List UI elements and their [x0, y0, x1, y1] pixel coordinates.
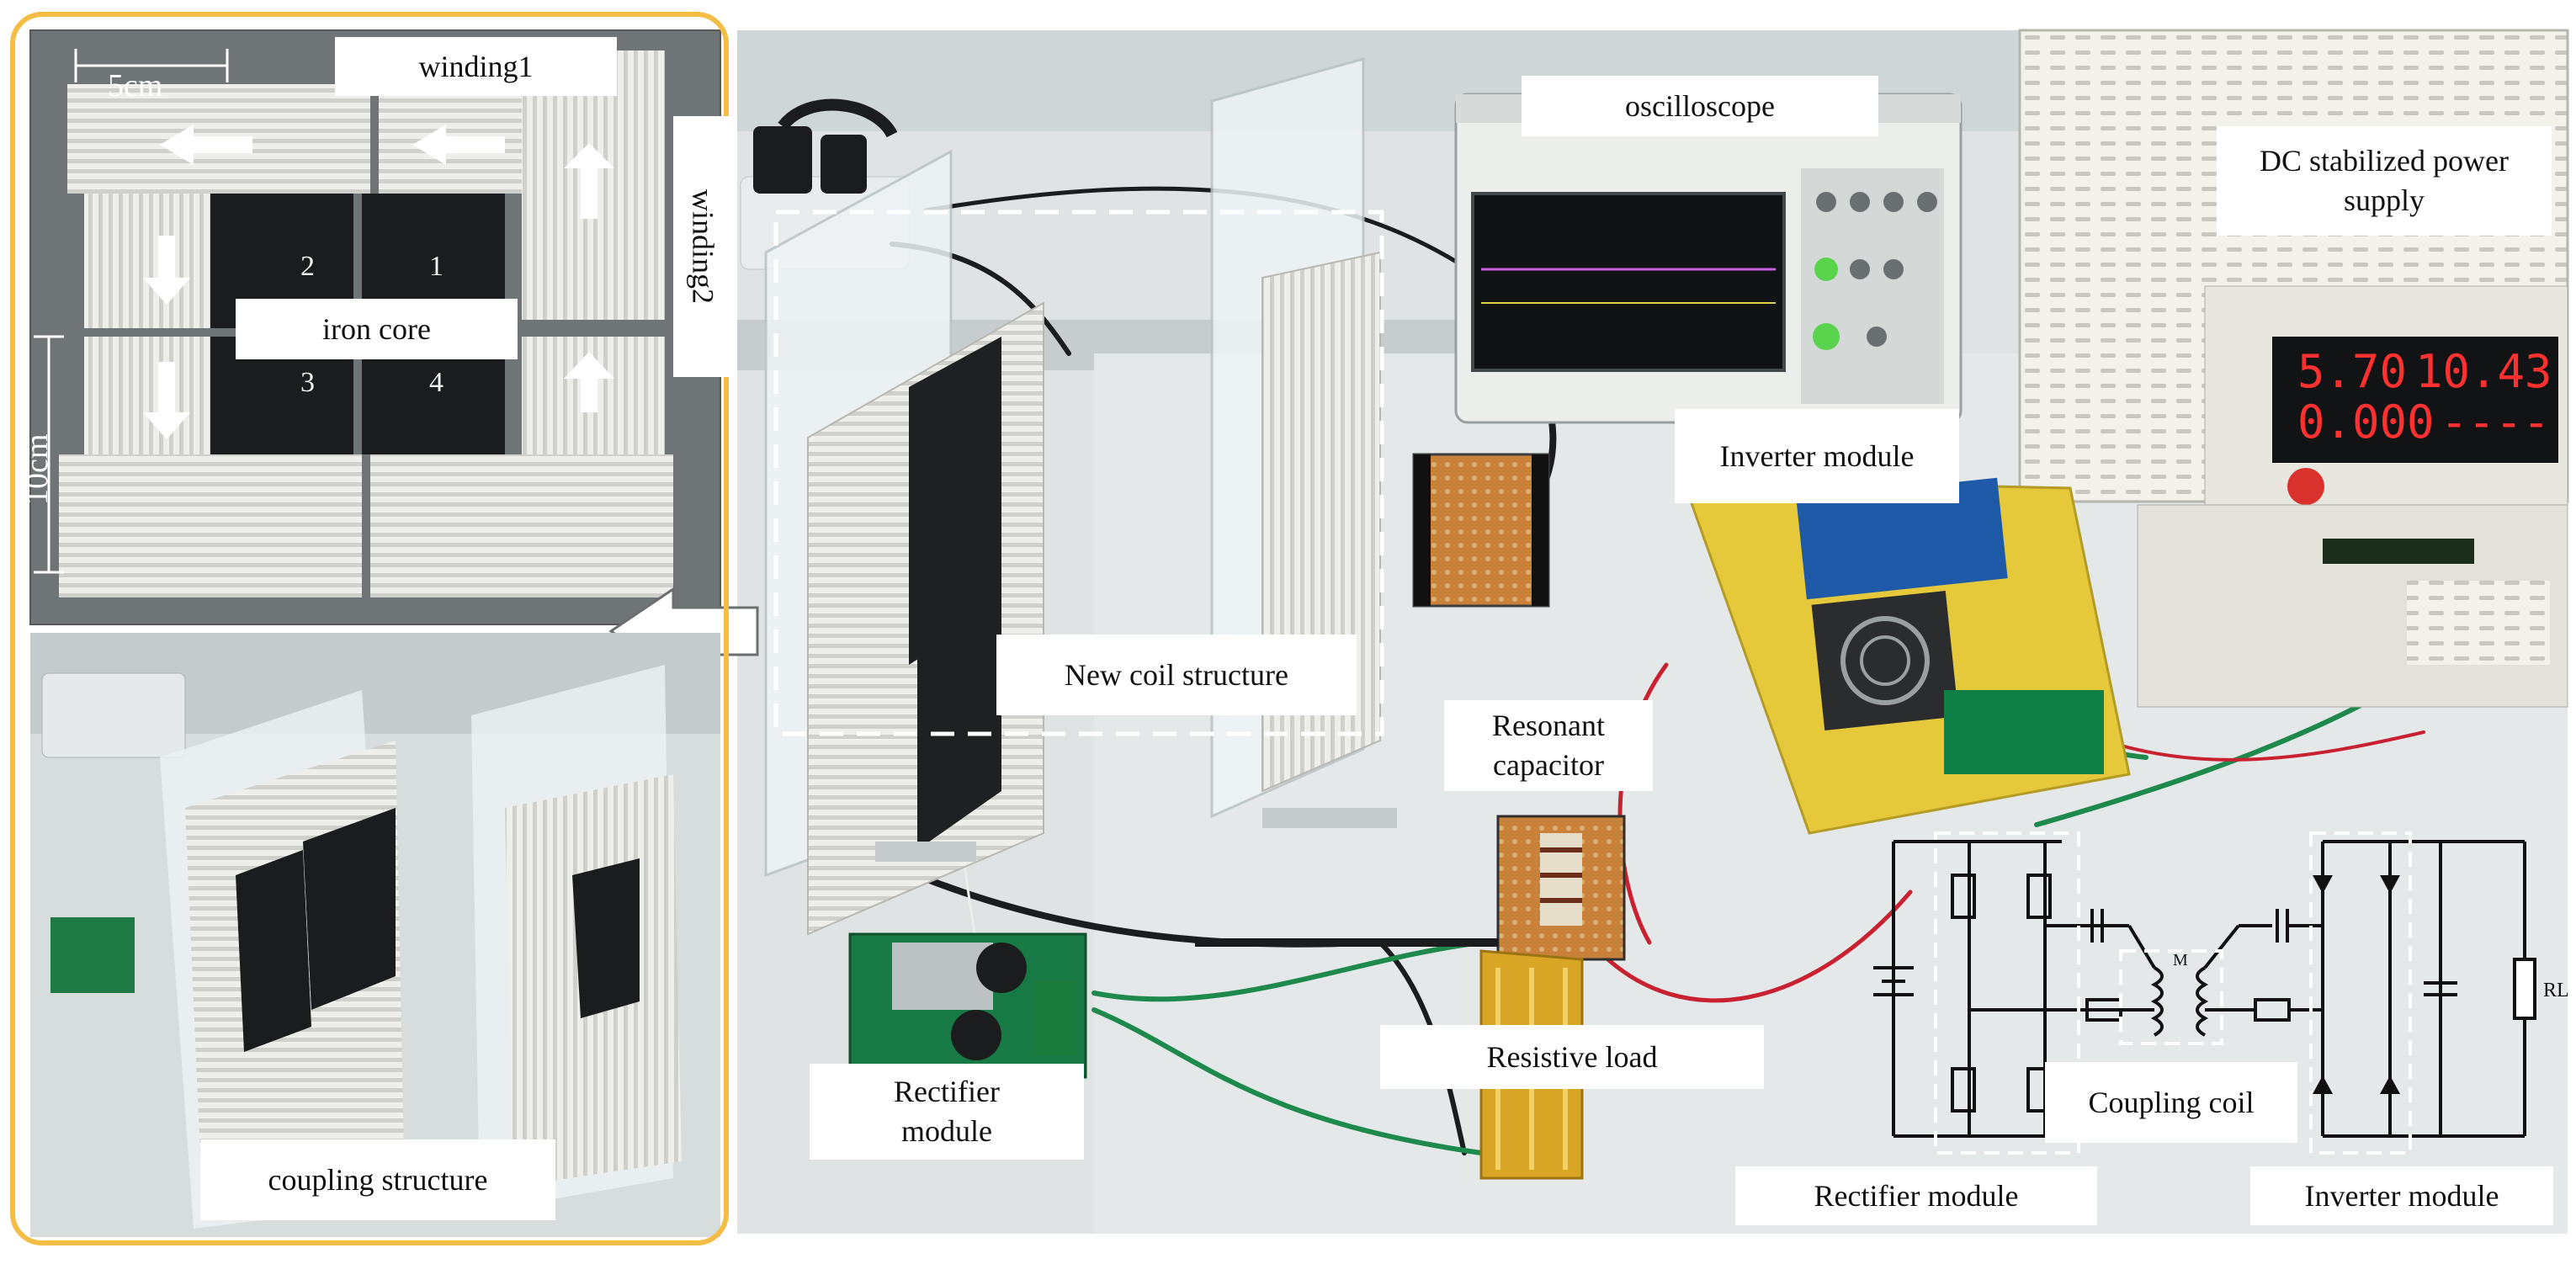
- new-coil-frame: [773, 210, 1384, 736]
- inset-frame: [10, 12, 729, 1245]
- voltage-readout: 5.70: [2297, 345, 2407, 398]
- dc-power-supply: [2018, 29, 2569, 708]
- oscilloscope-device: [1454, 93, 1963, 424]
- label-resonant-capacitor: Resonant capacitor: [1444, 700, 1653, 791]
- label-inverter-module-schematic: Inverter module: [2250, 1166, 2553, 1225]
- segment-number-2: 2: [300, 251, 315, 282]
- label-new-coil-structure: New coil structure: [996, 635, 1357, 715]
- inverter-board: [1681, 477, 2131, 835]
- coupling-group-box: [2119, 949, 2223, 1045]
- rectifier-group-box: [1934, 831, 2080, 1155]
- dim-10cm: 10cm: [19, 433, 55, 505]
- rectifier-board: [848, 932, 1087, 1079]
- dim-5cm: 5cm: [108, 68, 163, 104]
- label-coupling-structure: coupling structure: [200, 1139, 555, 1220]
- label-rectifier-module-photo: Rectifier module: [810, 1064, 1084, 1160]
- current-arrows: [143, 125, 614, 439]
- label-oscilloscope: oscilloscope: [1522, 76, 1878, 136]
- segment-number-1: 1: [429, 251, 443, 282]
- label-dc-supply: DC stabilized power supply: [2217, 126, 2552, 236]
- label-winding2: winding2: [673, 116, 732, 377]
- mutual-symbol: M: [2173, 951, 2188, 969]
- segment-number-4: 4: [429, 367, 443, 398]
- label-resistive-load: Resistive load: [1380, 1025, 1764, 1089]
- coupling-photo: [30, 633, 720, 1237]
- load-symbol: RL: [2543, 980, 2569, 1001]
- transmitter-coil: [764, 149, 1044, 936]
- label-inverter-module-photo: Inverter module: [1675, 409, 1959, 503]
- current-readout: 10.43: [2415, 345, 2552, 398]
- segment-number-3: 3: [300, 367, 315, 398]
- bridge-diodes: [2313, 875, 2400, 1094]
- dash-readout: ----: [2441, 396, 2550, 449]
- dimension-marks: [34, 49, 229, 574]
- resonant-pcb-top: [1412, 453, 1550, 608]
- label-iron-core: iron core: [236, 299, 518, 359]
- label-coupling-coil: Coupling coil: [2045, 1062, 2297, 1143]
- label-winding1: winding1: [335, 37, 617, 96]
- inverter-group-box: [2309, 831, 2412, 1155]
- power-readout: 0.000: [2297, 396, 2435, 449]
- label-rectifier-module-schematic: Rectifier module: [1735, 1166, 2097, 1225]
- resonant-capacitor-board: [1496, 815, 1626, 961]
